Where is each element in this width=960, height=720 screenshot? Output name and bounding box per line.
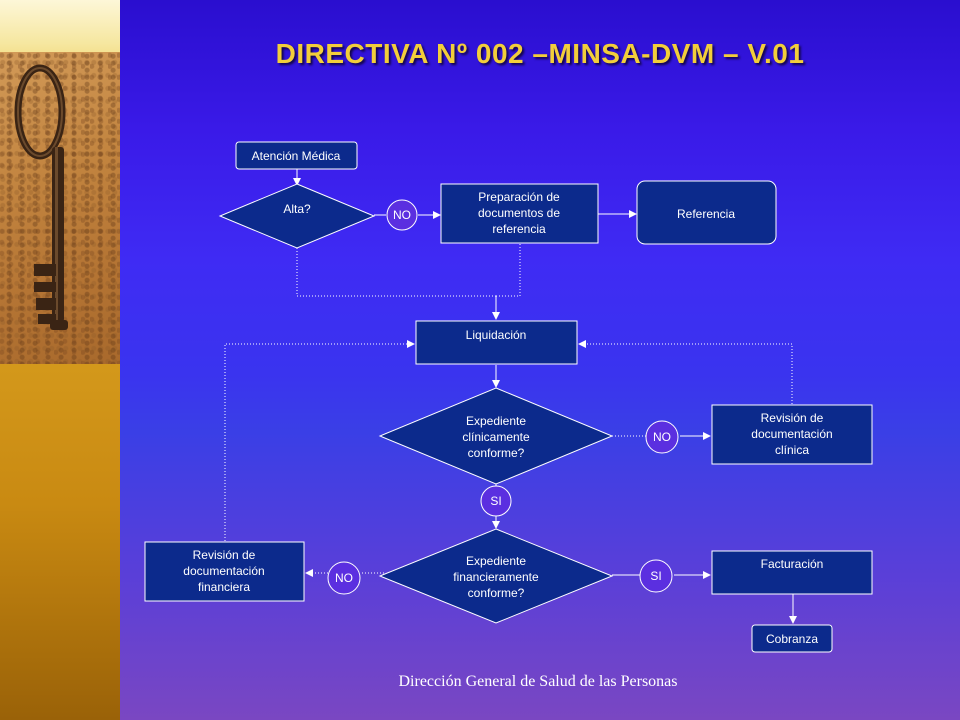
decision-label-line-3: conforme? bbox=[468, 586, 525, 600]
badge-label: SI bbox=[650, 569, 661, 583]
badge-no-clinico: NO bbox=[645, 420, 679, 454]
node-facturacion: Facturación bbox=[711, 550, 873, 595]
key-photo bbox=[0, 52, 120, 364]
node-label: Referencia bbox=[677, 207, 735, 221]
decision-label-line-3: conforme? bbox=[468, 446, 525, 460]
node-label: Liquidación bbox=[466, 328, 527, 342]
connectors bbox=[224, 169, 797, 624]
badge-label: NO bbox=[393, 208, 411, 222]
decision-label: Alta? bbox=[283, 202, 311, 216]
node-label: Facturación bbox=[761, 557, 824, 571]
node-label-line-3: clínica bbox=[775, 443, 809, 457]
badge-label: NO bbox=[653, 430, 671, 444]
badge-label: SI bbox=[490, 494, 501, 508]
connector-alta-liquidacion bbox=[296, 248, 496, 297]
node-cobranza: Cobranza bbox=[751, 624, 833, 653]
badge-no-financiero: NO bbox=[327, 561, 361, 595]
badge-label: NO bbox=[335, 571, 353, 585]
badge-no-alta: NO bbox=[386, 199, 418, 231]
decision-label-line-2: financieramente bbox=[453, 570, 539, 584]
connector-revision-financiera-liquidacion bbox=[224, 340, 415, 541]
node-label-line-1: Revisión de bbox=[761, 411, 824, 425]
key-icon bbox=[14, 64, 68, 330]
left-accent-bar bbox=[0, 0, 120, 720]
badge-si-financiero: SI bbox=[639, 559, 673, 593]
slide-footer: Dirección General de Salud de las Person… bbox=[398, 673, 678, 690]
node-label-line-2: documentos de bbox=[478, 206, 560, 220]
decision-label-line-1: Expediente bbox=[466, 554, 526, 568]
node-referencia: Referencia bbox=[636, 180, 777, 245]
decision-expediente-clinico: Expediente clínicamente conforme? bbox=[378, 387, 614, 485]
node-label: Atención Médica bbox=[252, 149, 341, 163]
decision-label-line-1: Expediente bbox=[466, 414, 526, 428]
slide-title: DIRECTIVA Nº 002 –MINSA-DVM – V.01 bbox=[275, 38, 805, 69]
node-revision-clinica: Revisión de documentación clínica bbox=[711, 404, 873, 465]
node-label-line-3: referencia bbox=[492, 222, 546, 236]
decision-expediente-financiero: Expediente financieramente conforme? bbox=[378, 528, 614, 624]
decision-alta: Alta? bbox=[218, 183, 376, 249]
node-label: Cobranza bbox=[766, 632, 818, 646]
node-label-line-3: financiera bbox=[198, 580, 250, 594]
node-preparacion: Preparación de documentos de referencia bbox=[440, 183, 599, 244]
node-atencion-medica: Atención Médica bbox=[235, 141, 358, 170]
decision-label-line-2: clínicamente bbox=[462, 430, 530, 444]
connector-revision-clinica-liquidacion bbox=[578, 340, 793, 404]
badge-si-clinico: SI bbox=[480, 485, 512, 517]
node-label-line-2: documentación bbox=[183, 564, 264, 578]
connector-preparacion-liquidacion bbox=[496, 244, 521, 297]
node-label-line-1: Preparación de bbox=[478, 190, 560, 204]
node-label-line-2: documentación bbox=[751, 427, 832, 441]
node-label-line-1: Revisión de bbox=[193, 548, 256, 562]
node-revision-financiera: Revisión de documentación financiera bbox=[144, 541, 305, 602]
node-liquidacion: Liquidación bbox=[415, 320, 578, 365]
